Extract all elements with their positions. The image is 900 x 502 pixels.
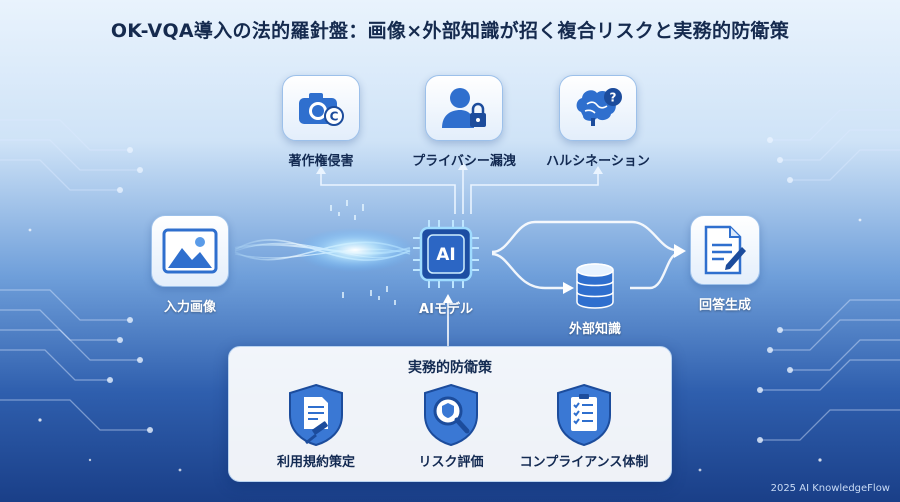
glow-burst bbox=[295, 228, 415, 272]
image-icon bbox=[151, 215, 229, 287]
measure-terms-of-use: 利用規約策定 bbox=[251, 383, 381, 470]
document-pen-icon bbox=[690, 215, 760, 285]
page-title: OK-VQA導入の法的羅針盤：画像×外部知識が招く複合リスクと実務的防衛策 bbox=[110, 20, 790, 42]
ai-chip-icon: AI bbox=[405, 214, 487, 294]
left-circuit-traces bbox=[0, 119, 150, 431]
ai-model-node: AI AIモデル bbox=[405, 214, 487, 317]
measure-compliance: コンプライアンス体制 bbox=[519, 383, 649, 470]
binary-dots bbox=[330, 200, 396, 305]
measure-compliance-label: コンプライアンス体制 bbox=[519, 455, 649, 470]
risk-arrowheads bbox=[316, 162, 603, 174]
right-circuit-nodes bbox=[757, 137, 793, 443]
footer-credit: 2025 AI KnowledgeFlow bbox=[770, 483, 890, 494]
left-circuit-nodes bbox=[107, 147, 153, 433]
risk-arrows bbox=[320, 168, 599, 214]
answer-generation-node: 回答生成 bbox=[685, 215, 765, 313]
measure-risk-assessment: リスク評価 bbox=[386, 383, 516, 470]
defense-measures-title: 実務的防衛策 bbox=[408, 360, 492, 376]
document-gavel-shield-icon bbox=[286, 383, 346, 447]
answer-generation-label: 回答生成 bbox=[698, 298, 751, 313]
risk-copyright: C 著作権侵害 bbox=[274, 75, 368, 169]
defense-measures-panel: 実務的防衛策 利用規約策定 リスク評価 bbox=[228, 346, 672, 482]
camera-copyright-icon: C bbox=[282, 75, 360, 141]
ai-chip-text: AI bbox=[436, 245, 455, 265]
magnifier-shield-icon bbox=[421, 383, 481, 447]
risk-hallucination: ? ハルシネーション bbox=[538, 75, 658, 169]
external-knowledge-label: 外部知識 bbox=[568, 322, 621, 337]
user-lock-icon bbox=[425, 75, 503, 141]
measure-risk-label: リスク評価 bbox=[418, 455, 484, 470]
svg-text:C: C bbox=[330, 110, 339, 124]
input-image-node: 入力画像 bbox=[150, 215, 230, 315]
checklist-shield-icon bbox=[554, 383, 614, 447]
risk-hallucination-label: ハルシネーション bbox=[546, 154, 650, 169]
answer-arrows bbox=[491, 220, 677, 290]
database-icon bbox=[573, 262, 617, 312]
svg-text:?: ? bbox=[610, 91, 617, 105]
risk-privacy-label: プライバシー漏洩 bbox=[412, 154, 516, 169]
external-knowledge-node: 外部知識 bbox=[560, 262, 630, 337]
answer-arrowheads bbox=[563, 244, 686, 294]
risk-copyright-label: 著作権侵害 bbox=[288, 154, 354, 169]
input-image-label: 入力画像 bbox=[163, 300, 216, 315]
sparkles bbox=[28, 218, 862, 472]
risk-privacy: プライバシー漏洩 bbox=[409, 75, 519, 169]
right-circuit-traces bbox=[760, 109, 900, 441]
measure-terms-label: 利用規約策定 bbox=[276, 455, 355, 470]
ai-model-label: AIモデル bbox=[419, 302, 473, 317]
defense-arrowhead bbox=[443, 294, 453, 303]
brain-question-icon: ? bbox=[559, 75, 637, 141]
